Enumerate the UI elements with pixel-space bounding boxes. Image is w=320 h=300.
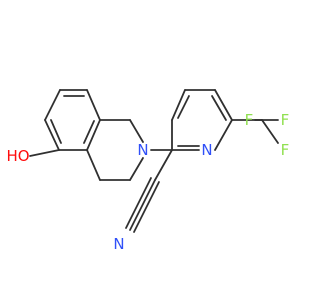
bond-pyridine-5 [171, 89, 186, 121]
bond-benzene-5 [44, 119, 60, 151]
bond-pyridine-2 [214, 119, 233, 151]
molecule-canvas: HO N N N F F F [6, 89, 289, 253]
bond-benzene-6 [44, 89, 61, 121]
atom-label-layer: HO N N N F F F [6, 111, 289, 253]
bond-nitrile-2 [125, 177, 152, 229]
bond-pyridine-inner-1 [211, 95, 227, 121]
bond-benzene-2 [86, 89, 101, 121]
bond-nitrile-3 [133, 181, 160, 233]
bond-pyridine-3 [214, 89, 233, 121]
hydroxyl-label: HO [6, 147, 29, 165]
bond-ring-2 [129, 119, 144, 143]
bond-ring-3 [129, 157, 144, 181]
bond-cf-3 [261, 119, 279, 144]
bond-hydroxyl [29, 149, 60, 157]
fluorine-label-3: F [281, 141, 290, 159]
nitrile-nitrogen-label: N [113, 235, 124, 253]
fluorine-label-2: F [281, 111, 290, 129]
bond-c-c-nitrile [154, 149, 173, 181]
isoquinoline-nitrogen-label: N [137, 141, 148, 159]
bond-benzene-3 [86, 119, 101, 151]
bond-layer [29, 89, 279, 233]
bond-benzene-inner-2 [83, 120, 95, 144]
bond-pyridine-inner-2 [177, 95, 190, 119]
bond-nitrile-1 [129, 179, 156, 231]
bond-benzene-inner-3 [50, 119, 62, 144]
fluorine-label-1: F [245, 111, 254, 129]
pyridine-nitrogen-label: N [201, 141, 212, 159]
molecule-structure: HO N N N F F F [6, 89, 289, 253]
bond-ring-5 [86, 149, 101, 181]
